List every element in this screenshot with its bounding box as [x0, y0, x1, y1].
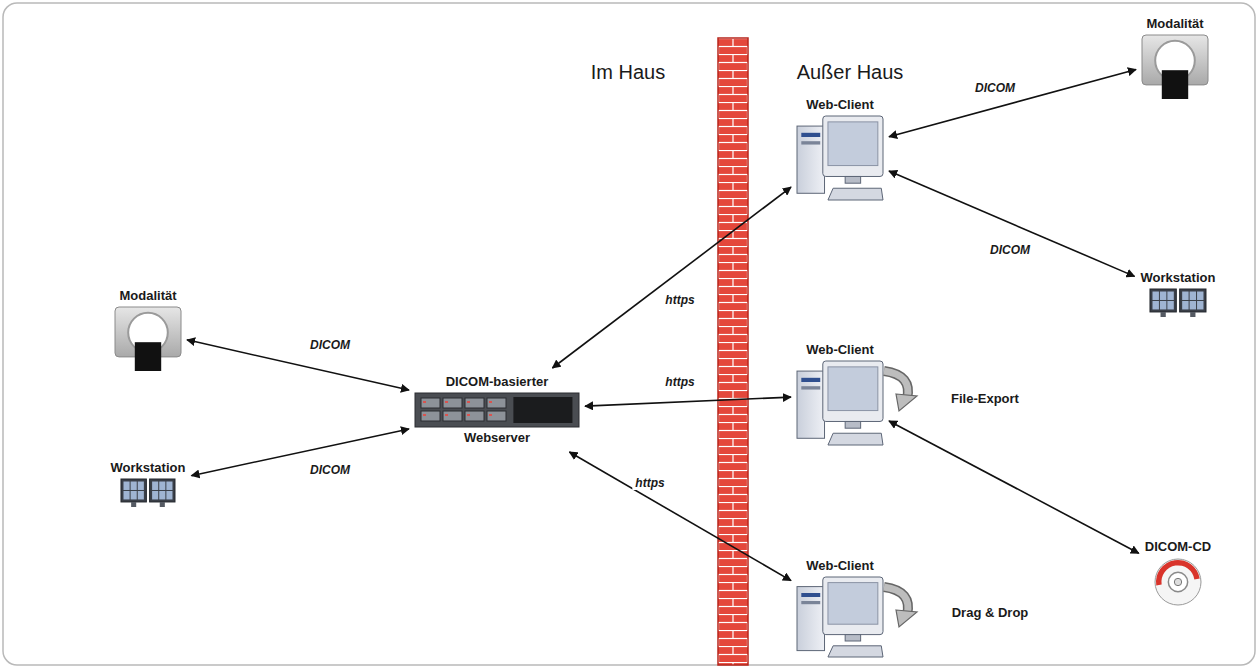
icon-slot	[797, 116, 883, 200]
modality-node: Modalität	[1140, 14, 1210, 104]
zone-label: Außer Haus	[797, 61, 904, 84]
modality-node: Modalität	[113, 286, 183, 376]
firewall	[718, 38, 748, 665]
connector-arrow	[191, 429, 409, 476]
workstation-icon	[121, 479, 175, 507]
dicom-cd-node: DICOM-CD	[1143, 537, 1213, 611]
node-label: Web-Client	[806, 97, 874, 113]
connector-arrow	[552, 187, 791, 368]
icon-slot	[415, 393, 579, 427]
icon-slot	[797, 577, 883, 657]
node-label: Workstation	[1141, 270, 1216, 286]
icon-slot	[115, 307, 181, 371]
edge-label: DICOM	[307, 463, 353, 477]
node-label: Web-Client	[806, 558, 874, 574]
icon-group	[115, 35, 1208, 657]
zone-label: Im Haus	[591, 61, 665, 84]
icon-slot	[1142, 35, 1208, 99]
node-label: Modalität	[119, 288, 176, 304]
webserver-node: DICOM-basierterWebserver	[413, 372, 581, 448]
edge-label: DICOM	[972, 81, 1018, 95]
ct-scanner-icon	[115, 307, 181, 371]
node-label: Workstation	[111, 460, 186, 476]
web-client-node: Web-Client	[795, 340, 885, 450]
pc-icon	[797, 116, 883, 200]
ct-scanner-icon	[1142, 35, 1208, 99]
action-label: Drag & Drop	[952, 605, 1029, 620]
workstation-node: Workstation	[1139, 268, 1218, 322]
connector-arrow	[889, 70, 1136, 137]
outer-frame	[3, 3, 1255, 665]
connector-arrow	[187, 340, 409, 390]
workstation-icon	[1150, 289, 1206, 317]
connector-arrow	[569, 452, 791, 581]
edge-label: DICOM	[987, 243, 1033, 257]
connector-arrow	[889, 421, 1139, 553]
node-label: DICOM-CD	[1145, 539, 1211, 555]
curved-arrow	[884, 371, 917, 411]
cd-icon	[1155, 559, 1201, 605]
connector-arrow	[585, 397, 791, 406]
node-label: Webserver	[464, 430, 530, 446]
edge-label: https	[662, 375, 697, 389]
edge-label: DICOM	[307, 338, 353, 352]
node-label: DICOM-basierter	[446, 374, 549, 390]
web-client-node: Web-Client	[795, 556, 885, 662]
edge-label: https	[632, 476, 667, 490]
icon-slot	[121, 479, 175, 507]
icon-slot	[1154, 558, 1202, 606]
connector-arrow	[889, 171, 1135, 276]
icon-slot	[1150, 289, 1206, 317]
icon-slot	[797, 361, 883, 445]
server-icon	[415, 393, 579, 427]
edge-label: https	[662, 293, 697, 307]
action-label: File-Export	[951, 391, 1019, 406]
web-client-node: Web-Client	[795, 95, 885, 205]
node-label: Modalität	[1146, 16, 1203, 32]
curved-arrow	[884, 587, 917, 627]
pc-icon	[797, 577, 883, 657]
workstation-node: Workstation	[109, 458, 188, 512]
node-label: Web-Client	[806, 342, 874, 358]
pc-icon	[797, 361, 883, 445]
